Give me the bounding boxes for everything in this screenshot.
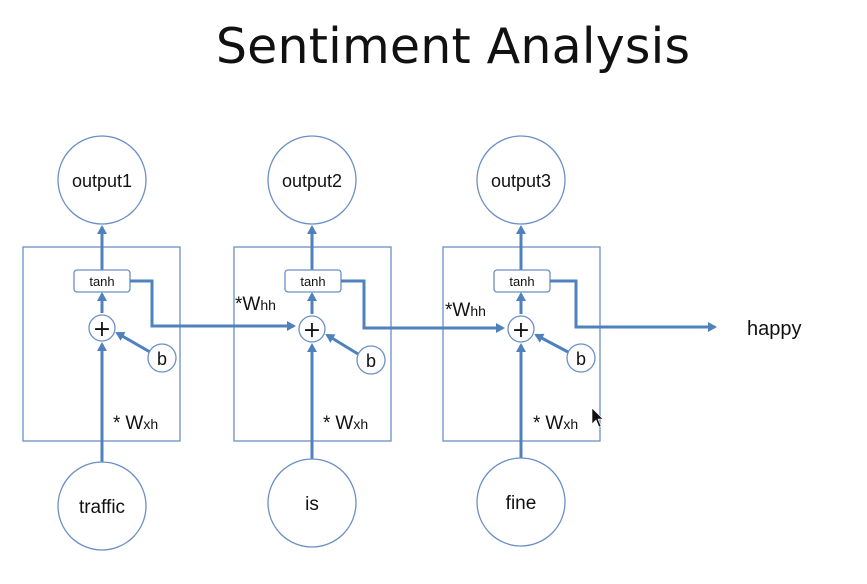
output-node [57,135,147,225]
sum-symbol: + [512,318,530,343]
recurrent-weight-label-1: *Whh [235,294,276,315]
recurrent-arrow-2 [341,279,505,333]
bias-label: b [576,349,586,369]
input-weight-label: *Wxh [533,413,578,434]
bias-label: b [157,349,167,369]
recurrent-weight-label-2: *Whh [445,300,486,321]
rnn-cell-2: output2 tanh + b *Wxh is [233,135,392,548]
input-label: is [305,494,319,515]
tanh-label: tanh [89,274,114,289]
mouse-cursor-icon [591,407,604,428]
input-node [476,457,566,547]
bias-arrow [115,331,151,354]
final-output-arrow [550,279,717,332]
output-label: output1 [72,171,132,191]
output-node [267,135,357,225]
rnn-cell-1: output1 tanh + b *Wxh traffic [22,135,181,551]
tanh-label: tanh [300,274,325,289]
recurrent-arrow-1 [130,279,296,331]
bias-node [356,345,386,375]
input-weight-label: *Wxh [113,413,158,434]
input-weight-label: *Wxh [323,413,368,434]
bias-node [566,343,596,373]
output-node [476,135,566,225]
tanh-label: tanh [509,274,534,289]
bias-label: b [366,351,376,371]
final-output-label: happy [747,318,802,340]
slide-title: Sentiment Analysis [215,18,691,75]
output-label: output3 [491,171,551,191]
sum-node [298,315,326,343]
sum-node [507,315,535,343]
rnn-cell-3: output3 tanh + b *Wxh fine [442,135,601,547]
bias-arrow [325,333,359,356]
input-label: traffic [79,497,125,518]
bias-node [147,343,177,373]
bias-arrow [534,333,569,354]
input-label: fine [506,493,537,514]
sum-symbol: + [93,317,111,342]
sum-node [88,314,116,342]
output-label: output2 [282,171,342,191]
input-node [267,458,357,548]
input-node [57,461,147,551]
sum-symbol: + [303,318,321,343]
